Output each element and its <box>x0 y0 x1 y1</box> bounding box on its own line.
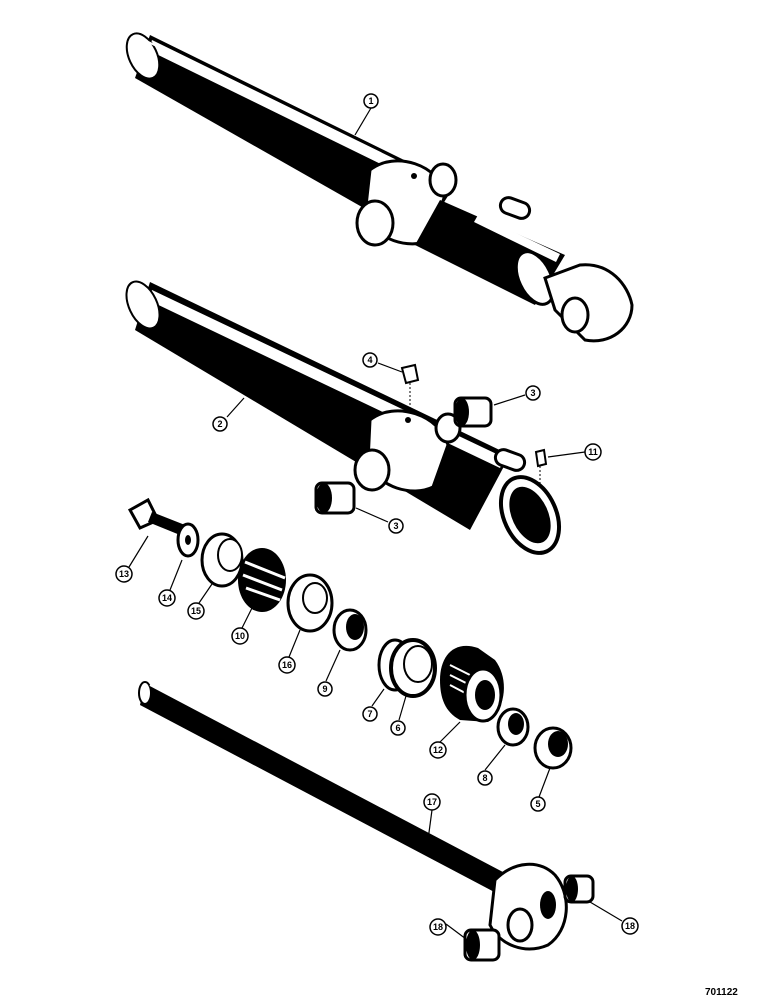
gland <box>440 645 504 723</box>
svg-text:1: 1 <box>368 96 373 106</box>
svg-text:4: 4 <box>367 355 372 365</box>
callout-6: 6 <box>390 720 406 736</box>
svg-text:9: 9 <box>322 684 327 694</box>
figure-number: 701122 <box>705 987 738 998</box>
callout-1: 1 <box>363 93 379 109</box>
svg-text:16: 16 <box>282 660 292 670</box>
svg-text:3: 3 <box>393 521 398 531</box>
svg-text:7: 7 <box>367 709 372 719</box>
set-screw <box>534 448 548 490</box>
callout-4: 4 <box>362 352 378 368</box>
svg-text:6: 6 <box>395 723 400 733</box>
callout-12: 12 <box>429 741 447 759</box>
leader-lines <box>128 107 623 943</box>
svg-text:11: 11 <box>588 447 598 457</box>
grease-fitting <box>400 363 420 410</box>
cylinder-assembly <box>125 32 634 343</box>
callout-18-right: 18 <box>621 917 639 935</box>
svg-text:10: 10 <box>235 631 245 641</box>
svg-text:14: 14 <box>162 593 172 603</box>
piston <box>238 548 286 612</box>
callout-10: 10 <box>231 627 249 645</box>
callout-8: 8 <box>477 770 493 786</box>
callout-16: 16 <box>278 656 296 674</box>
svg-text:13: 13 <box>119 569 129 579</box>
piston-plate <box>200 532 244 588</box>
callout-9: 9 <box>317 681 333 697</box>
callout-18-left: 18 <box>429 918 447 936</box>
callout-2: 2 <box>212 416 228 432</box>
svg-text:2: 2 <box>217 419 222 429</box>
svg-text:5: 5 <box>535 799 540 809</box>
wear-ring <box>332 608 368 652</box>
piston-retainer <box>286 573 334 633</box>
svg-text:8: 8 <box>482 773 487 783</box>
rod-seal <box>496 707 530 747</box>
pin-bushing-left <box>463 928 501 962</box>
callout-13: 13 <box>115 565 133 583</box>
callout-14: 14 <box>158 589 176 607</box>
cylinder-barrel <box>125 280 562 555</box>
svg-text:3: 3 <box>530 388 535 398</box>
piston-rod <box>138 681 568 951</box>
svg-text:17: 17 <box>427 797 437 807</box>
callout-11: 11 <box>584 443 602 461</box>
callout-7: 7 <box>362 706 378 722</box>
svg-text:15: 15 <box>191 606 201 616</box>
svg-text:12: 12 <box>433 745 443 755</box>
bolt <box>127 497 185 535</box>
pin-bushing-right <box>563 874 595 904</box>
bushing-upper <box>453 396 493 428</box>
backup-ring <box>389 638 437 698</box>
callout-17: 17 <box>423 793 441 811</box>
callout-3-upper: 3 <box>525 385 541 401</box>
wiper-seal <box>533 726 573 770</box>
svg-text:18: 18 <box>625 921 635 931</box>
bushing-lower <box>314 481 356 515</box>
svg-text:18: 18 <box>433 922 443 932</box>
callout-3-lower: 3 <box>388 518 404 534</box>
callout-5: 5 <box>530 796 546 812</box>
callout-15: 15 <box>187 602 205 620</box>
